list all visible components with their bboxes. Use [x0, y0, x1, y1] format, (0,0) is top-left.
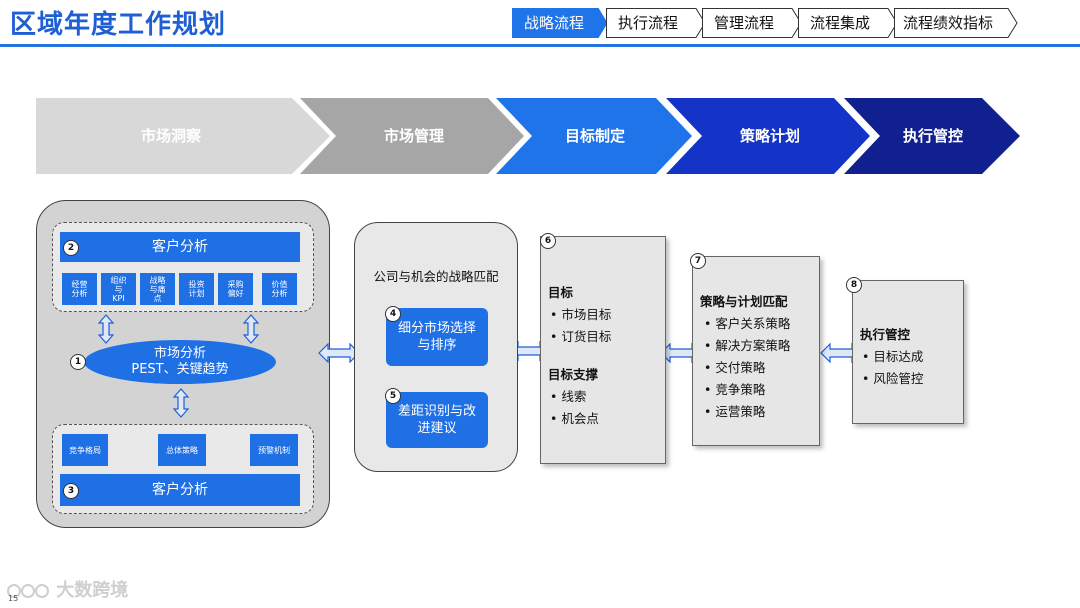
watermark-icon [7, 584, 49, 598]
double-arrow-icon [173, 388, 189, 418]
market-analysis-ellipse: 市场分析 PEST、关键趋势 [84, 340, 276, 384]
target-item: • 机会点 [550, 411, 599, 426]
target-item: • 市场目标 [550, 307, 612, 322]
step-number-badge: 1 [70, 354, 86, 370]
strategy-item: • 竞争策略 [704, 382, 766, 397]
step-number-badge: 3 [63, 483, 79, 499]
analysis-item: 投资 计划 [179, 273, 214, 305]
customer-analysis-bar-top: 客户分析 [60, 232, 300, 262]
target-item: • 线索 [550, 389, 587, 404]
process-step-execution-control: 执行管控 [844, 98, 1022, 174]
page-number: 15 [8, 594, 19, 603]
page-title: 区域年度工作规划 [10, 10, 227, 40]
process-step-label: 市场洞察 [140, 127, 201, 145]
process-step-label: 策略计划 [739, 127, 800, 145]
tab-label: 流程集成 [810, 14, 871, 32]
step-number-badge: 2 [63, 240, 79, 256]
double-arrow-icon [243, 314, 259, 344]
segment-selection-block: 细分市场选择 与排序 [386, 308, 488, 366]
execution-control-card [852, 280, 964, 424]
gap-identification-block: 差距识别与改 进建议 [386, 392, 488, 448]
target-support-title: 目标支撑 [548, 367, 599, 382]
process-step-label: 目标制定 [564, 127, 625, 145]
step-number-badge: 5 [385, 388, 401, 404]
tab-integration[interactable]: 流程集成 [798, 8, 898, 38]
strategic-match-title: 公司与机会的战略匹配 [373, 269, 499, 284]
process-tab-bar: 战略流程 执行流程 管理流程 流程集成 流程绩效指标 [512, 8, 1022, 38]
analysis-item: 组织 与 KPI [101, 273, 136, 305]
step-number-badge: 4 [385, 306, 401, 322]
analysis-item: 竞争格局 [62, 434, 108, 466]
strategy-item: • 交付策略 [704, 360, 766, 375]
header-divider [0, 44, 1080, 47]
process-step-strategy-plan: 策略计划 [666, 98, 872, 174]
customer-analysis-bar-bottom: 客户分析 [60, 474, 300, 506]
tab-execution[interactable]: 执行流程 [606, 8, 706, 38]
market-analysis-line2: PEST、关键趋势 [131, 362, 229, 377]
tab-label: 管理流程 [714, 14, 775, 32]
process-step-target-setting: 目标制定 [496, 98, 694, 174]
process-step-label: 执行管控 [902, 127, 963, 145]
analysis-item: 经营 分析 [62, 273, 97, 305]
execution-control-title: 执行管控 [860, 327, 911, 342]
customer-analysis-title: 客户分析 [152, 482, 208, 498]
analysis-item: 预警机制 [250, 434, 298, 466]
step-number-badge: 7 [690, 253, 706, 269]
target-card [540, 236, 666, 464]
target-item: • 订货目标 [550, 329, 612, 344]
analysis-item: 价值 分析 [262, 273, 297, 305]
tab-management[interactable]: 管理流程 [702, 8, 802, 38]
tab-label: 执行流程 [618, 14, 679, 32]
analysis-item: 战略 与痛 点 [140, 273, 175, 305]
execution-item: • 风险管控 [862, 371, 924, 386]
watermark-logo: 大数跨境 [6, 576, 128, 602]
analysis-item: 总体策略 [158, 434, 206, 466]
strategy-item: • 运营策略 [704, 404, 766, 419]
tab-label: 战略流程 [524, 14, 585, 32]
strategy-item: • 客户关系策略 [704, 316, 791, 331]
strategy-item: • 解决方案策略 [704, 338, 791, 353]
process-step-market-management: 市场管理 [300, 98, 526, 174]
strategy-plan-card [692, 256, 820, 446]
tab-label: 流程绩效指标 [903, 14, 994, 32]
process-step-label: 市场管理 [383, 127, 444, 145]
analysis-item: 采购 偏好 [218, 273, 253, 305]
tab-strategy[interactable]: 战略流程 [512, 8, 608, 38]
strategy-plan-title: 策略与计划匹配 [700, 294, 788, 309]
step-number-badge: 8 [846, 277, 862, 293]
double-arrow-icon [98, 314, 114, 344]
market-analysis-line1: 市场分析 [153, 346, 206, 361]
process-step-market-insight: 市场洞察 [36, 98, 332, 174]
execution-item: • 目标达成 [862, 349, 924, 364]
tab-kpi[interactable]: 流程绩效指标 [894, 8, 1018, 38]
watermark-text: 大数跨境 [56, 580, 129, 601]
step-number-badge: 6 [540, 233, 556, 249]
target-section-title: 目标 [548, 285, 574, 300]
customer-analysis-title: 客户分析 [152, 239, 208, 255]
